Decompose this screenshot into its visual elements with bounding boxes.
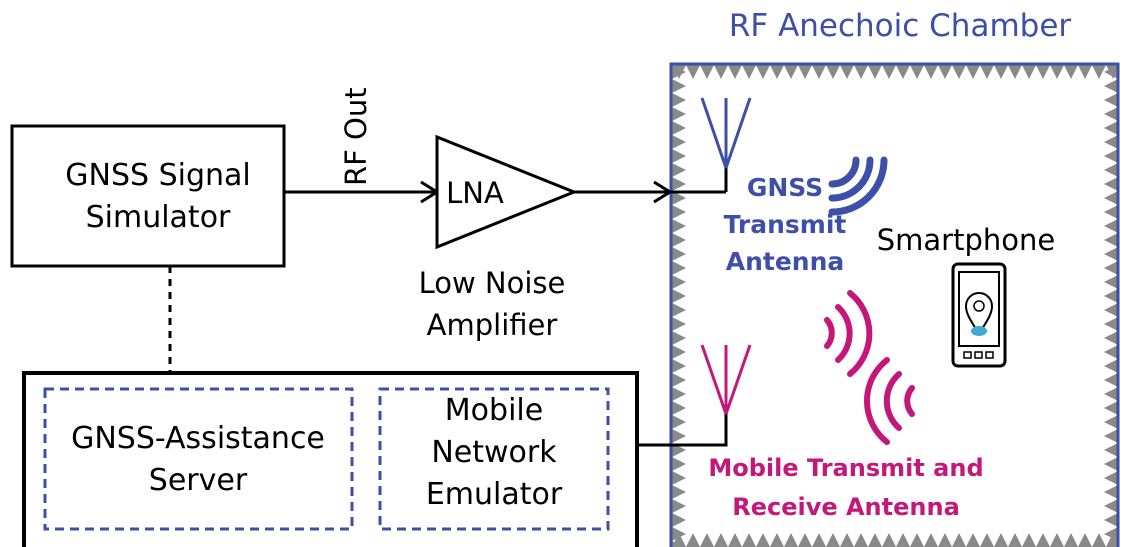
gnss-antenna-label: GNSS Transmit Antenna xyxy=(724,173,847,276)
mobile-wave-upper-2 xyxy=(835,304,853,363)
location-pin-icon xyxy=(964,292,994,336)
lna-caption-line2: Amplifier xyxy=(427,308,558,342)
server-label-line1: GNSS-Assistance xyxy=(71,421,325,456)
mobile-antenna-label-line2: Receive Antenna xyxy=(732,493,960,521)
network-equipment-box xyxy=(22,371,639,547)
mobile-antenna-label-line1: Mobile Transmit and xyxy=(708,454,983,482)
chamber-border xyxy=(669,62,1120,547)
anechoic-chamber: RF Anechoic Chamber xyxy=(669,8,1120,547)
gnss-transmit-antenna xyxy=(700,97,752,169)
simulator-label-line1: GNSS Signal xyxy=(65,158,250,193)
absorber-bottom xyxy=(672,531,1118,547)
lna-triangle xyxy=(435,134,579,250)
gnss-antenna-label-line3: Antenna xyxy=(726,247,845,276)
gnss-antenna-right-element xyxy=(724,97,752,169)
lna-block: LNA Low Noise Amplifier xyxy=(419,134,579,342)
rf-signal-path xyxy=(284,168,728,204)
gnss-antenna-label-line1: GNSS xyxy=(747,173,823,202)
absorber-top xyxy=(672,65,1118,81)
mobile-wave-lower-3 xyxy=(863,357,890,445)
mobile-feed-line xyxy=(637,414,728,447)
lna-caption-line1: Low Noise xyxy=(419,266,566,300)
gnss-signal-waves-icon xyxy=(828,156,888,216)
smartphone-label: Smartphone xyxy=(877,223,1055,257)
server-label-line2: Server xyxy=(149,463,248,498)
gnss-assistance-server-box xyxy=(43,387,354,531)
gnss-wave-2 xyxy=(828,156,874,202)
mobile-antenna-label: Mobile Transmit and Receive Antenna xyxy=(708,454,983,521)
mobile-wave-lower-2 xyxy=(883,371,902,431)
emulator-label-line3: Emulator xyxy=(426,477,563,512)
chamber-title: RF Anechoic Chamber xyxy=(729,8,1072,44)
emulator-label-line1: Mobile xyxy=(445,393,543,428)
gnss-wave-1 xyxy=(828,156,860,188)
gnss-antenna-label-line2: Transmit xyxy=(724,210,847,239)
gnss-wave-3 xyxy=(828,156,888,216)
mobile-wave-lower-1 xyxy=(904,385,915,417)
lna-label: LNA xyxy=(446,176,504,210)
smartphone: Smartphone xyxy=(877,223,1055,368)
emulator-label-line2: Network xyxy=(431,435,557,470)
mobile-wave-upper-1 xyxy=(824,317,835,349)
gnss-antenna-left-element xyxy=(700,97,728,169)
absorber-left xyxy=(672,65,688,547)
gnss-simulator-block: GNSS Signal Simulator RF Out xyxy=(10,87,373,268)
absorber-right xyxy=(1102,65,1118,547)
simulator-label-line2: Simulator xyxy=(86,200,231,235)
mobile-antenna-right-element xyxy=(724,344,752,415)
mobile-antenna xyxy=(700,344,752,415)
mobile-antenna-left-element xyxy=(700,344,728,415)
gnss-simulator-box xyxy=(10,124,286,268)
network-equipment-block: GNSS-Assistance Server Mobile Network Em… xyxy=(22,371,639,547)
mobile-wave-upper-3 xyxy=(847,290,873,377)
mobile-signal-waves-icon xyxy=(824,290,915,445)
rf-out-label: RF Out xyxy=(339,87,373,186)
smartphone-buttons xyxy=(963,351,994,359)
mobile-network-emulator-box xyxy=(378,387,610,531)
